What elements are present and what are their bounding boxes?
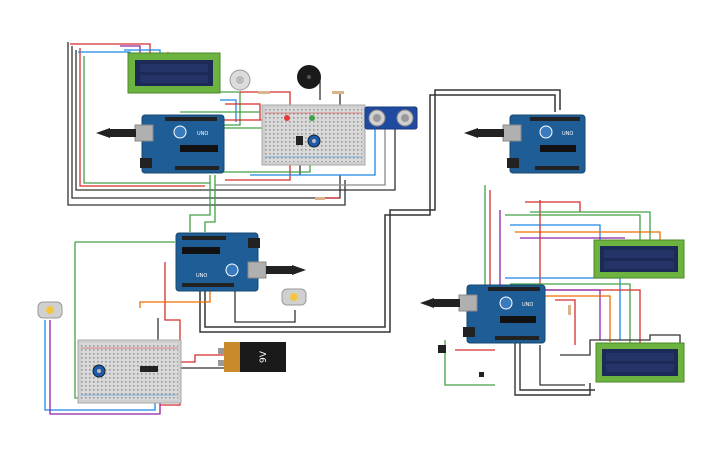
wire[interactable] [79,48,205,187]
photoresistor[interactable] [296,136,303,145]
battery-label: 9V [259,350,269,363]
wire[interactable] [78,51,131,58]
wire[interactable] [519,340,595,391]
pushbutton[interactable] [479,372,484,377]
wire[interactable] [199,89,561,333]
wire[interactable] [505,214,641,240]
wire[interactable] [530,211,651,240]
wire[interactable] [510,283,631,345]
arduino-board-top-right[interactable]: UNO [502,114,586,174]
wire[interactable] [525,201,581,212]
wire[interactable] [67,42,346,206]
uno-label: UNO [522,302,533,308]
wire[interactable] [75,50,396,191]
lcd-display-top-left[interactable] [127,52,221,94]
resistor[interactable] [568,305,571,315]
wire[interactable] [204,175,216,232]
dc-motor-left[interactable] [37,301,63,319]
resistor[interactable] [332,91,344,94]
arduino-board-top-left[interactable]: UNO [134,114,225,174]
wire[interactable] [83,56,210,184]
uno-label: UNO [197,131,208,137]
resistor[interactable] [258,91,270,94]
uno-label: UNO [196,273,207,279]
arduino-board-bottom-right[interactable]: UNO [458,284,546,344]
uno-label: UNO [562,131,573,137]
usb-cable[interactable] [464,128,504,138]
potentiometer[interactable] [307,134,321,148]
wire[interactable] [225,103,261,120]
led-red[interactable] [284,115,290,121]
usb-cable[interactable] [420,298,460,308]
wire[interactable] [240,91,291,110]
wire[interactable] [204,94,556,328]
wire[interactable] [560,334,681,356]
wire[interactable] [189,175,211,232]
wire[interactable] [234,290,296,323]
wire[interactable] [70,43,151,55]
lcd-display-right-lower[interactable] [595,342,685,383]
pushbutton[interactable] [438,345,446,353]
lcd-display-right-upper[interactable] [593,239,685,279]
wire[interactable] [220,99,237,122]
potentiometer[interactable] [92,364,106,378]
arduino-board-center-left[interactable]: UNO [175,232,267,292]
resistor[interactable] [315,197,325,200]
piezo-buzzer[interactable] [297,65,321,89]
wire[interactable] [215,128,386,186]
wire[interactable] [160,262,181,406]
wire[interactable] [139,290,211,308]
wire[interactable] [515,231,661,240]
wire[interactable] [540,295,611,342]
wire[interactable] [539,345,585,386]
usb-cable[interactable] [266,265,306,275]
vibration-motor[interactable] [229,69,251,91]
usb-cable[interactable] [96,128,136,138]
ultrasonic-sensor[interactable] [364,106,418,130]
wire[interactable] [71,46,341,199]
battery-9v[interactable]: 9V [218,342,286,372]
wire[interactable] [514,340,591,396]
wire[interactable] [555,299,576,345]
led-green[interactable] [309,115,315,121]
transistor[interactable] [140,366,158,372]
wire[interactable] [545,289,601,340]
dc-motor-center[interactable] [281,288,307,306]
wire[interactable] [444,340,495,386]
